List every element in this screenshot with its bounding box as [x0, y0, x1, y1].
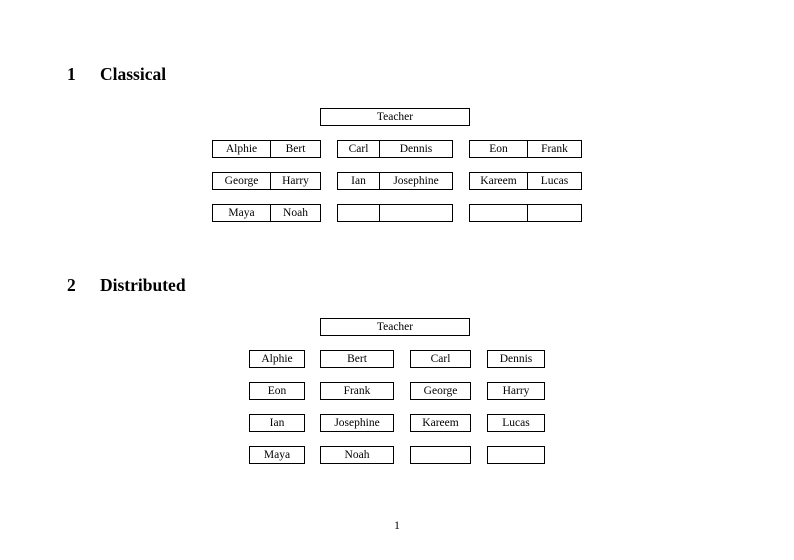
classical-group-0-row-0: Alphie Bert [212, 140, 321, 158]
classical-group-1-row-0: Carl Dennis [337, 140, 453, 158]
name-cell-empty [527, 204, 582, 222]
name-cell: Eon [469, 140, 527, 158]
classical-group-0-row-1: George Harry [212, 172, 321, 190]
name-cell-empty [469, 204, 527, 222]
name-cell: Josephine [379, 172, 453, 190]
section-title: Distributed [100, 277, 186, 295]
name-cell: Kareem [469, 172, 527, 190]
name-cell: Lucas [487, 414, 545, 432]
name-cell: Alphie [249, 350, 305, 368]
name-cell-empty [410, 446, 471, 464]
name-cell: Carl [337, 140, 379, 158]
name-cell: Alphie [212, 140, 270, 158]
name-cell: Ian [249, 414, 305, 432]
name-cell-empty [379, 204, 453, 222]
name-cell: Maya [249, 446, 305, 464]
distributed-teacher-box: Teacher [320, 318, 470, 336]
classical-teacher-box: Teacher [320, 108, 470, 126]
name-cell: Bert [320, 350, 394, 368]
name-cell: Eon [249, 382, 305, 400]
section-number: 1 [67, 66, 100, 84]
name-cell-empty [337, 204, 379, 222]
name-cell: Josephine [320, 414, 394, 432]
page-number: 1 [0, 520, 794, 532]
classical-group-2-row-1: Kareem Lucas [469, 172, 582, 190]
name-cell: Kareem [410, 414, 471, 432]
name-cell: Dennis [379, 140, 453, 158]
name-cell: Frank [527, 140, 582, 158]
name-cell: George [410, 382, 471, 400]
name-cell: Dennis [487, 350, 545, 368]
name-cell: George [212, 172, 270, 190]
name-cell: Frank [320, 382, 394, 400]
name-cell: Maya [212, 204, 270, 222]
section-heading-classical: 1Classical [67, 66, 166, 84]
name-cell: Carl [410, 350, 471, 368]
name-cell: Bert [270, 140, 321, 158]
name-cell: Harry [487, 382, 545, 400]
name-cell: Noah [320, 446, 394, 464]
name-cell: Lucas [527, 172, 582, 190]
section-title: Classical [100, 66, 166, 84]
name-cell-empty [487, 446, 545, 464]
classical-group-2-row-0: Eon Frank [469, 140, 582, 158]
classical-group-0-row-2: Maya Noah [212, 204, 321, 222]
name-cell: Noah [270, 204, 321, 222]
name-cell: Ian [337, 172, 379, 190]
classical-group-2-row-2 [469, 204, 582, 222]
section-heading-distributed: 2Distributed [67, 277, 186, 295]
classical-group-1-row-1: Ian Josephine [337, 172, 453, 190]
name-cell: Harry [270, 172, 321, 190]
section-number: 2 [67, 277, 100, 295]
classical-group-1-row-2 [337, 204, 453, 222]
